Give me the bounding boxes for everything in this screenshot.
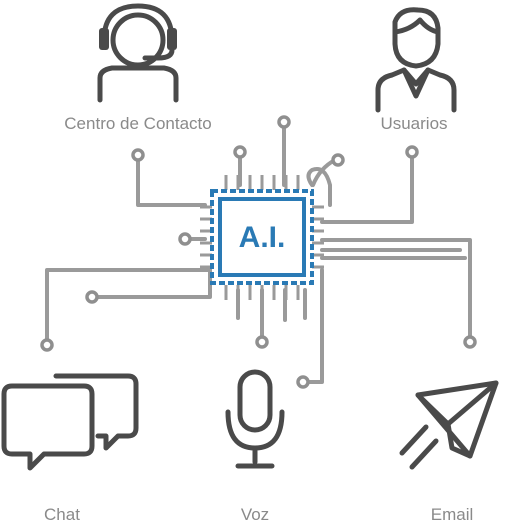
trace-contact-center xyxy=(136,153,207,207)
chip-body xyxy=(218,197,306,277)
contact-center-label: Centro de Contacto xyxy=(64,114,211,133)
pad-top-1 xyxy=(233,145,247,159)
chat-label: Chat xyxy=(44,505,80,524)
email-label: Email xyxy=(431,505,474,524)
pad-users xyxy=(405,145,419,159)
pad-top-2 xyxy=(277,115,291,129)
chat-bubbles-icon xyxy=(1,373,139,471)
pad-contact-center xyxy=(131,148,145,162)
microphone-icon xyxy=(225,369,285,469)
trace-left-mid xyxy=(90,268,212,299)
pad-left-mid xyxy=(85,290,99,304)
pad-chat xyxy=(40,338,54,352)
user-icon xyxy=(375,7,457,113)
pad-email xyxy=(463,335,477,349)
trace-top-4 xyxy=(306,167,332,207)
pad-voice xyxy=(255,335,269,349)
circuit-pads xyxy=(40,115,477,389)
circuit-traces xyxy=(45,120,472,384)
trace-email xyxy=(320,238,472,344)
pad-bottom-5 xyxy=(296,375,310,389)
ai-chip: A.I. xyxy=(200,175,324,300)
trace-bottom-5 xyxy=(301,268,324,384)
users-label: Usuarios xyxy=(380,114,447,133)
paper-plane-icon xyxy=(399,380,499,470)
headset-agent-icon xyxy=(97,3,179,103)
trace-chat xyxy=(45,268,212,347)
chip-label: A.I. xyxy=(239,221,286,254)
pad-top-3 xyxy=(331,153,345,167)
pad-left-short xyxy=(178,232,192,246)
voice-label: Voz xyxy=(241,505,269,524)
trace-users xyxy=(320,150,414,224)
